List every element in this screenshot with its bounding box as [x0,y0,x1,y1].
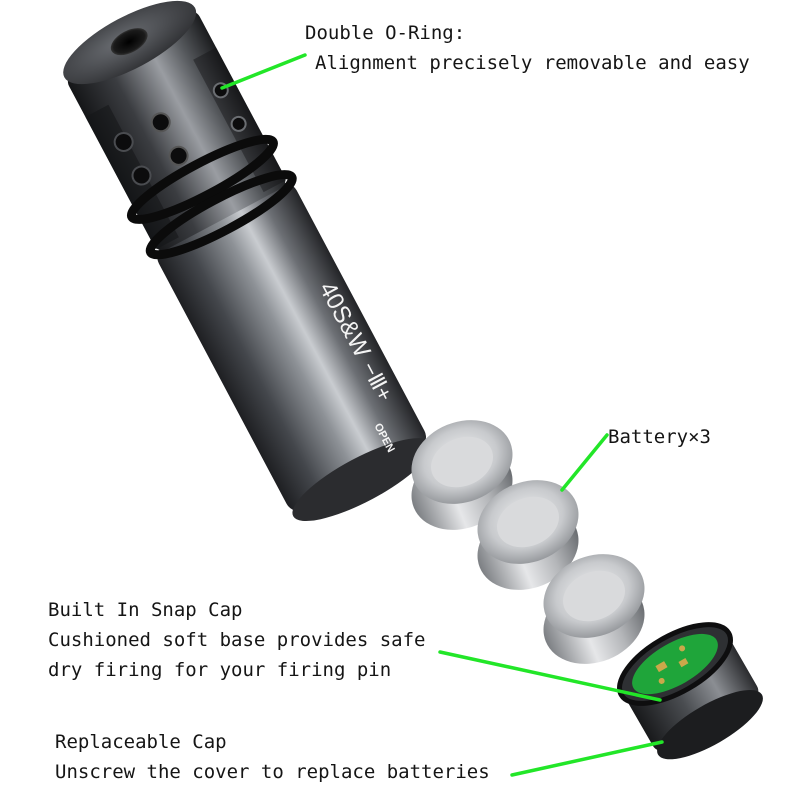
leader-oring [220,53,307,90]
snap-cap-line-3: dry firing for your firing pin [48,659,392,681]
replaceable-cap-title: Replaceable Cap [55,731,227,753]
battery-2 [477,480,579,590]
oring-title: Double O-Ring: [305,22,466,44]
leader-snap-cap [438,650,662,702]
snap-cap-title: Built In Snap Cap [48,599,243,621]
boresight-body: 40S&W −Ⅲ+ OPEN [63,0,432,522]
leader-lines [220,53,664,777]
snap-cap-annotation: Built In Snap Cap Cushioned soft base pr… [48,595,426,685]
battery-annotation: Battery×3 [608,422,711,452]
battery-3 [543,554,645,664]
replaceable-cap-description: Unscrew the cover to replace batteries [55,761,490,783]
pcb-board [632,633,718,695]
oring-description: Alignment precisely removable and easy [315,52,750,74]
battery-title: Battery×3 [608,426,711,448]
oring-annotation: Double O-Ring: Alignment precisely remov… [305,18,750,78]
replaceable-cap-annotation: Replaceable Cap Unscrew the cover to rep… [55,727,490,787]
snap-cap-line-2: Cushioned soft base provides safe [48,629,426,651]
end-cap [617,622,763,760]
leader-battery [560,433,609,492]
leader-replaceable-cap [510,740,664,777]
